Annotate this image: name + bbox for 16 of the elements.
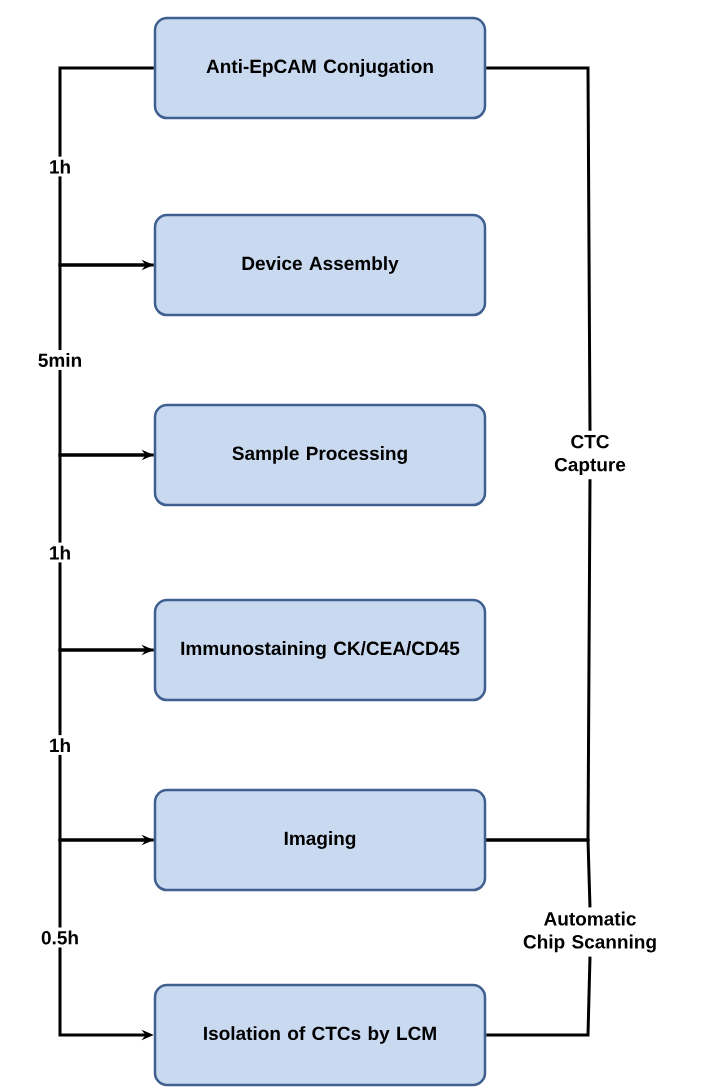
connector xyxy=(486,66,592,431)
process-box: Isolation of CTCs by LCM xyxy=(153,983,487,1087)
process-box: Anti-EpCAM Conjugation xyxy=(153,16,487,120)
duration-label: 1h xyxy=(45,156,75,177)
phase-label: Automatic Chip Scanning xyxy=(523,911,656,953)
duration-label: 0.5h xyxy=(38,927,82,948)
process-box: Device Assembly xyxy=(153,213,487,317)
duration-label: 5min xyxy=(34,350,86,370)
phase-label: CTC Capture xyxy=(554,434,626,476)
process-box: Imaging xyxy=(153,788,487,892)
process-box: Immunostaining CK/CEA/CD45 xyxy=(153,598,487,702)
process-box: Sample Processing xyxy=(153,403,487,507)
connector xyxy=(486,956,592,1037)
duration-label: 1h xyxy=(45,735,75,755)
connector xyxy=(486,838,592,908)
duration-label: 1h xyxy=(45,542,75,563)
